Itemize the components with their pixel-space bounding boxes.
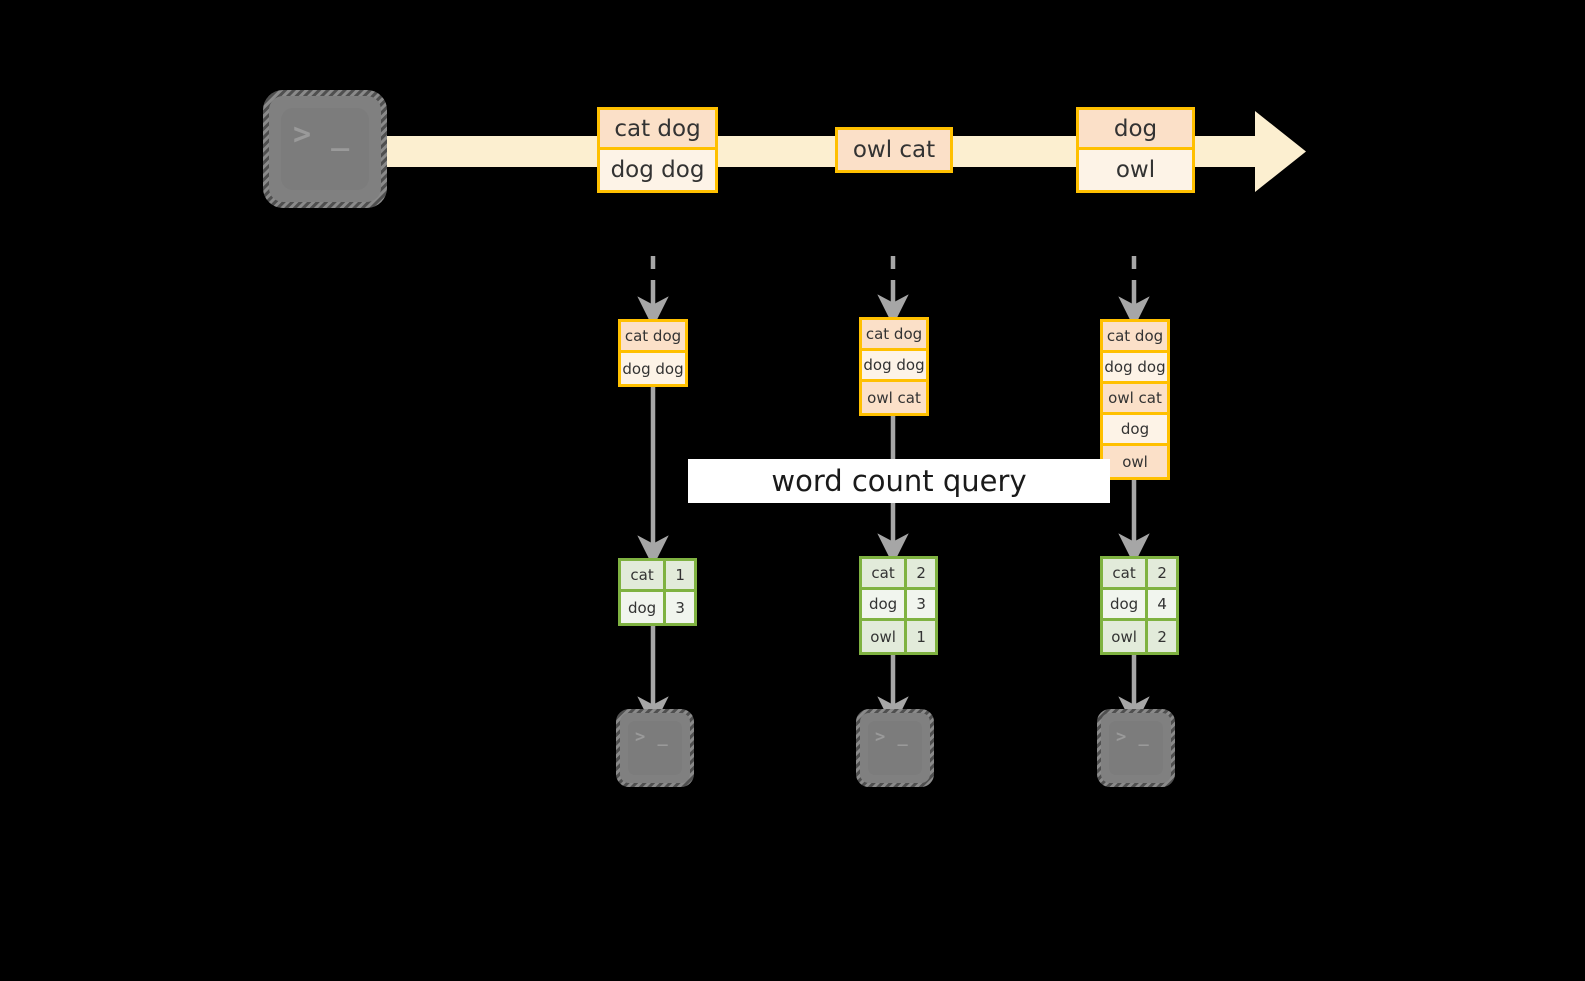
stream-group-1-record: cat dog (600, 110, 715, 150)
word-cell: dog (862, 590, 908, 618)
snapshot-2-record: owl cat (862, 382, 926, 413)
word-cell: dog (1103, 590, 1149, 618)
terminal-screen (868, 721, 922, 775)
stream-group-2: owl cat (835, 127, 953, 173)
count-cell: 1 (907, 621, 935, 652)
snapshot-3-record: owl (1103, 446, 1167, 477)
record-text: dog dog (1104, 358, 1166, 376)
record-text: dog (1120, 420, 1150, 438)
query-label-text: word count query (771, 464, 1027, 498)
record-text: dog dog (863, 356, 925, 374)
snapshot-1-records: cat dog dog dog (618, 319, 688, 387)
stream-group-3-record: dog (1079, 110, 1192, 150)
word-cell: owl (1103, 621, 1149, 652)
shell-prompt-glyph: > _ (293, 117, 351, 152)
record-text: owl cat (852, 137, 936, 163)
snapshot-3-record: dog dog (1103, 353, 1167, 384)
word-cell: dog (621, 592, 667, 623)
stream-group-1: cat dog dog dog (597, 107, 718, 193)
count-cell: 2 (1148, 559, 1176, 587)
word-cell: cat (1103, 559, 1149, 587)
count-cell: 3 (907, 590, 935, 618)
snapshot-2-record: dog dog (862, 351, 926, 382)
snapshot-1-record: cat dog (621, 322, 685, 353)
snapshot-3-record: cat dog (1103, 322, 1167, 353)
record-text: cat dog (1106, 327, 1164, 345)
record-text: owl cat (867, 388, 921, 407)
terminal-screen (1109, 721, 1163, 775)
record-text: owl (1115, 157, 1156, 183)
word-cell: cat (862, 559, 908, 587)
shell-prompt-glyph: > _ (875, 727, 909, 747)
record-text: dog (1113, 115, 1158, 142)
sink-terminal-icon-2: > _ (860, 713, 930, 783)
stream-group-2-record: owl cat (838, 130, 950, 170)
snapshot-3-records: cat dog dog dog owl cat dog owl (1100, 319, 1170, 480)
snapshot-3-record: dog (1103, 415, 1167, 446)
shell-prompt-glyph: > _ (635, 727, 669, 747)
word-cell: owl (862, 621, 908, 652)
count-cell: 2 (907, 559, 935, 587)
count-cell: 1 (666, 561, 694, 589)
stream-group-1-record: dog dog (600, 150, 715, 190)
count-cell: 4 (1148, 590, 1176, 618)
snapshot-2-records: cat dog dog dog owl cat (859, 317, 929, 416)
record-text: dog dog (610, 157, 705, 183)
snapshot-3-record: owl cat (1103, 384, 1167, 415)
stream-group-3: dog owl (1076, 107, 1195, 193)
sink-terminal-icon-3: > _ (1101, 713, 1171, 783)
query-label-banner: word count query (688, 459, 1110, 503)
record-text: cat dog (614, 115, 701, 142)
terminal-screen (628, 721, 682, 775)
record-text: cat dog (865, 325, 923, 343)
record-text: owl (1122, 452, 1148, 471)
snapshot-2-record: cat dog (862, 320, 926, 351)
sink-terminal-icon-1: > _ (620, 713, 690, 783)
record-text: owl cat (1108, 389, 1162, 407)
terminal-screen (281, 108, 369, 190)
record-text: dog dog (622, 359, 684, 378)
source-terminal-icon: > _ (269, 96, 381, 202)
count-cell: 2 (1148, 621, 1176, 652)
record-text: cat dog (624, 327, 682, 345)
shell-prompt-glyph: > _ (1116, 727, 1150, 747)
stream-group-3-record: owl (1079, 150, 1192, 190)
count-cell: 3 (666, 592, 694, 623)
terminal-hatch-frames (263, 90, 1175, 787)
word-cell: cat (621, 561, 667, 589)
snapshot-1-record: dog dog (621, 353, 685, 384)
